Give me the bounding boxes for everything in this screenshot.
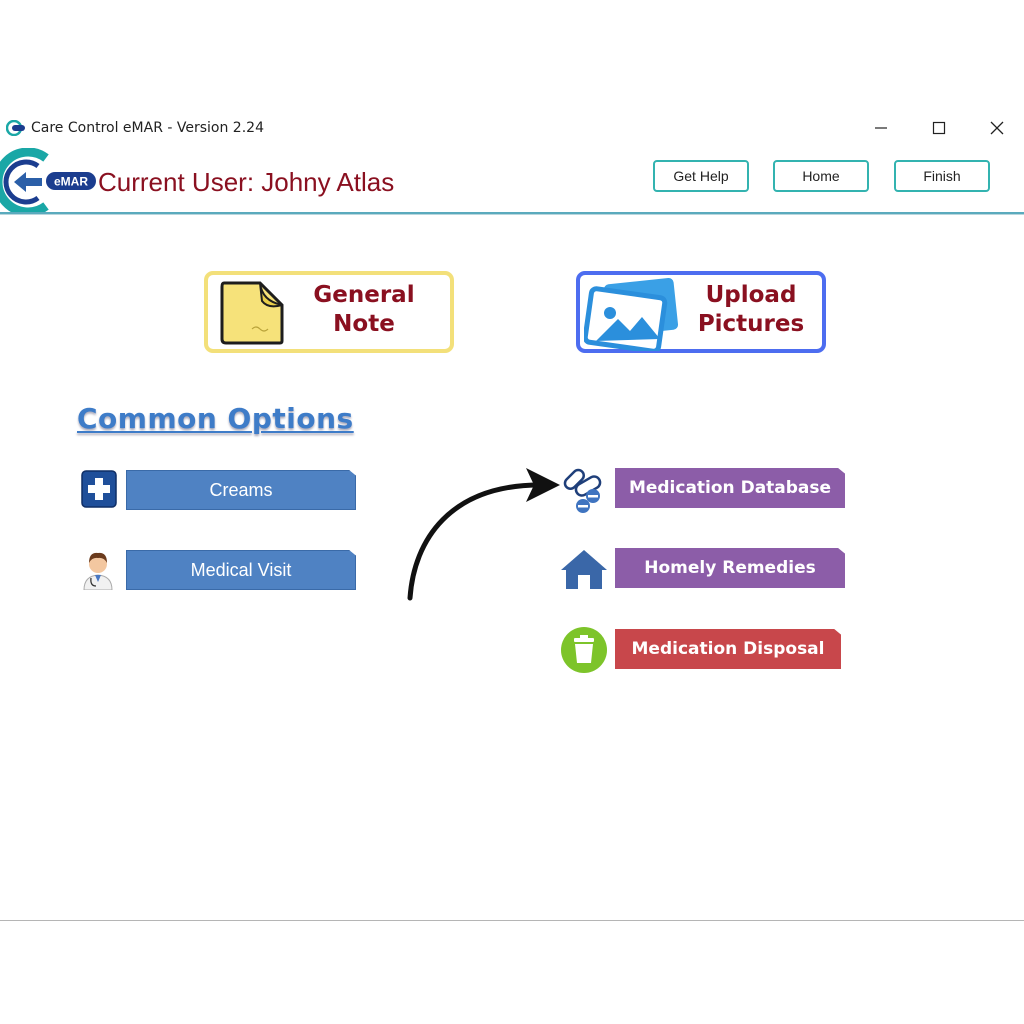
- minimize-button[interactable]: [866, 116, 896, 140]
- emar-logo: eMAR: [0, 148, 96, 214]
- doctor-icon: [83, 552, 113, 590]
- first-aid-icon: [81, 470, 117, 508]
- medical-visit-button[interactable]: Medical Visit: [126, 550, 356, 590]
- general-note-button[interactable]: General Note: [204, 271, 454, 353]
- current-user-label: Current User: Johny Atlas: [98, 167, 395, 197]
- minimize-icon: [875, 127, 887, 129]
- close-button[interactable]: [982, 116, 1012, 140]
- upload-pictures-button[interactable]: Upload Pictures: [576, 271, 826, 353]
- creams-button[interactable]: Creams: [126, 470, 356, 510]
- footer-divider: [0, 920, 1024, 921]
- home-button[interactable]: Home: [773, 160, 869, 192]
- upload-pictures-label: Upload Pictures: [697, 282, 805, 337]
- house-icon: [561, 550, 607, 589]
- finish-button[interactable]: Finish: [894, 160, 990, 192]
- maximize-button[interactable]: [924, 116, 954, 140]
- pictures-icon: [584, 277, 679, 351]
- medication-disposal-button[interactable]: Medication Disposal: [615, 629, 841, 669]
- logo-badge-text: eMAR: [54, 175, 88, 189]
- common-options-heading: Common Options: [77, 402, 354, 435]
- medication-database-button[interactable]: Medication Database: [615, 468, 845, 508]
- pills-icon: [563, 468, 602, 513]
- close-icon: [990, 121, 1004, 135]
- get-help-button[interactable]: Get Help: [653, 160, 749, 192]
- homely-remedies-button[interactable]: Homely Remedies: [615, 548, 845, 588]
- header-divider: [0, 212, 1024, 215]
- trash-icon: [561, 627, 607, 673]
- app-icon: [6, 120, 25, 136]
- note-icon: [220, 281, 284, 345]
- general-note-label: General Note: [313, 282, 415, 337]
- annotation-arrow: [407, 468, 560, 601]
- maximize-icon: [932, 121, 946, 135]
- window-title: Care Control eMAR - Version 2.24: [31, 120, 264, 136]
